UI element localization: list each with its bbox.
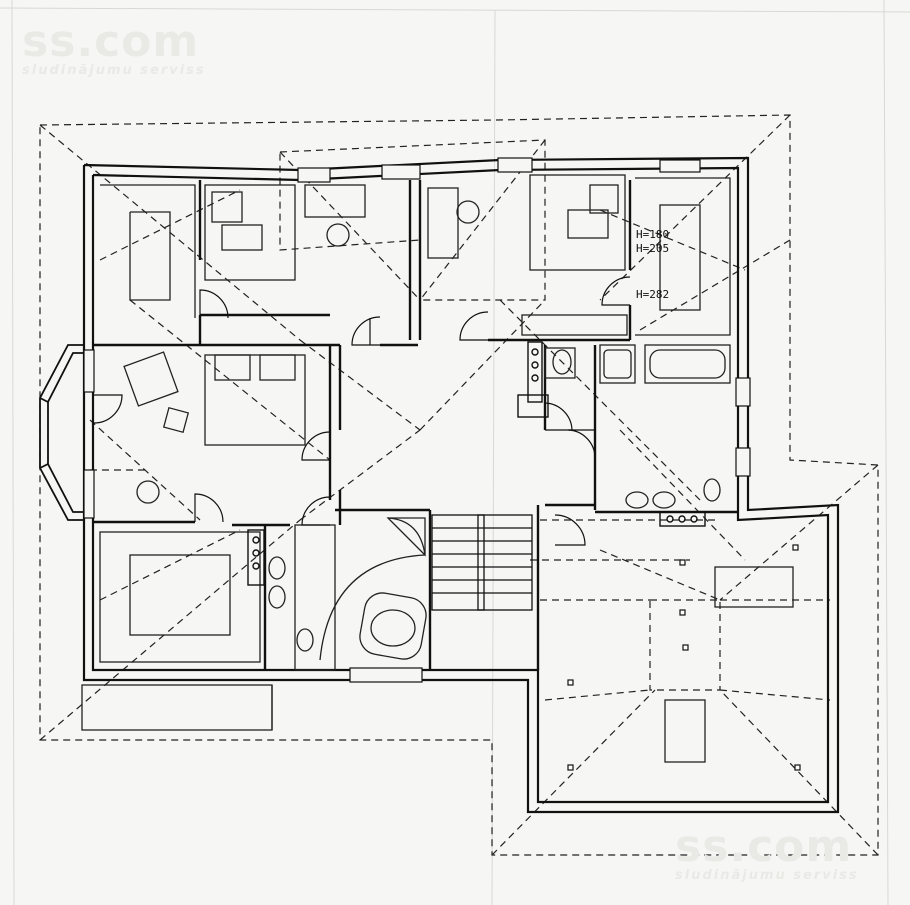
ceiling-points [567, 544, 801, 771]
exterior-walls [82, 156, 840, 814]
window-openings [83, 157, 751, 683]
watermark-tagline: sludinājumu serviss [675, 868, 859, 883]
bay-window [39, 344, 84, 521]
watermark-brand: ss.com [675, 821, 853, 872]
furniture-outlines [81, 174, 794, 763]
watermark-top: ss.com sludinājumu serviss [22, 20, 206, 78]
staircase [431, 514, 533, 611]
watermark-bottom: ss.com sludinājumu serviss [675, 825, 859, 883]
roof-outline-dashed [39, 114, 879, 856]
watermark-tagline: sludinājumu serviss [22, 63, 206, 78]
chimney-blocks [247, 341, 706, 586]
height-label-2: H=205 [636, 242, 669, 255]
interior-walls [93, 180, 738, 670]
height-label-1: H=180 [636, 228, 669, 241]
watermark-brand: ss.com [22, 16, 200, 67]
door-swings [93, 276, 631, 546]
height-label-3: H=282 [636, 288, 669, 301]
